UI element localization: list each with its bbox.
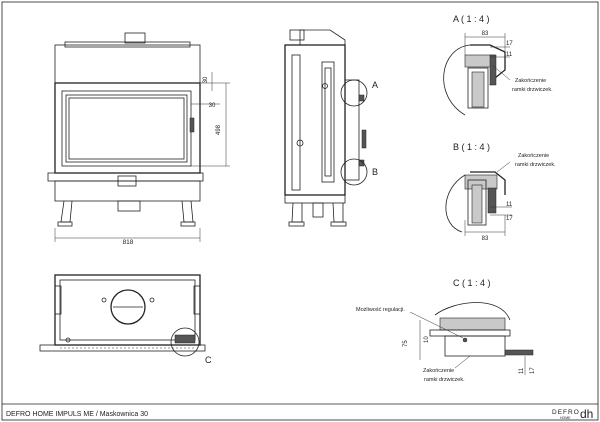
callout-a-label: A [372, 80, 378, 90]
detail-b-note-2: ramki drzwiczek. [515, 162, 556, 168]
detail-a-dim-17: 17 [506, 41, 513, 47]
detail-c: C ( 1 : 4 ) 75 10 Możliwość regulacji. Z… [356, 278, 536, 383]
detail-c-note-2: ramki drzwiczek. [424, 377, 465, 383]
detail-c-note-1: Zakończenie [423, 368, 454, 374]
detail-a-title: A ( 1 : 4 ) [453, 14, 490, 24]
top-view: C [39, 274, 212, 365]
detail-c-dim-75: 75 [403, 340, 409, 347]
detail-b-title: B ( 1 : 4 ) [453, 142, 490, 152]
callout-c-label: C [205, 355, 212, 365]
detail-a: A ( 1 : 4 ) 83 17 11 Zakończenie ramki d… [443, 14, 553, 116]
dim-498: 498 [216, 124, 222, 135]
dim-818: 818 [123, 239, 134, 246]
detail-c-dim-10: 10 [424, 336, 430, 343]
footer-caption: DEFRO HOME IMPULS ME / Maskownica 30 [6, 411, 148, 418]
detail-c-dim-17: 17 [530, 367, 536, 374]
detail-c-title: C ( 1 : 4 ) [453, 278, 491, 288]
front-view: 818 498 30 30 [47, 32, 230, 246]
brand-sub: HOME [560, 416, 571, 420]
detail-a-note-1: Zakończenie [515, 78, 546, 84]
callout-b-label: B [372, 167, 378, 177]
brand-logo: dh [580, 407, 593, 421]
detail-b-dim-17: 17 [506, 216, 513, 222]
detail-b: B ( 1 : 4 ) Zakończenie ramki drzwiczek.… [445, 142, 556, 242]
detail-a-dim-83: 83 [482, 31, 489, 37]
brand-name: DEFRO [552, 409, 580, 416]
detail-a-dim-11: 11 [506, 52, 513, 58]
side-view: A B [284, 29, 378, 227]
dim-30-top: 30 [203, 76, 209, 83]
detail-c-note-adjust: Możliwość regulacji. [356, 307, 405, 313]
dim-30-side: 30 [209, 103, 216, 109]
detail-a-note-2: ramki drzwiczek. [512, 87, 553, 93]
detail-b-note-1: Zakończenie [518, 153, 549, 159]
detail-b-dim-11: 11 [506, 202, 513, 208]
detail-c-dim-11: 11 [519, 367, 525, 374]
footer: DEFRO HOME IMPULS ME / Maskownica 30 DEF… [2, 403, 598, 421]
detail-b-dim-83: 83 [482, 236, 489, 242]
